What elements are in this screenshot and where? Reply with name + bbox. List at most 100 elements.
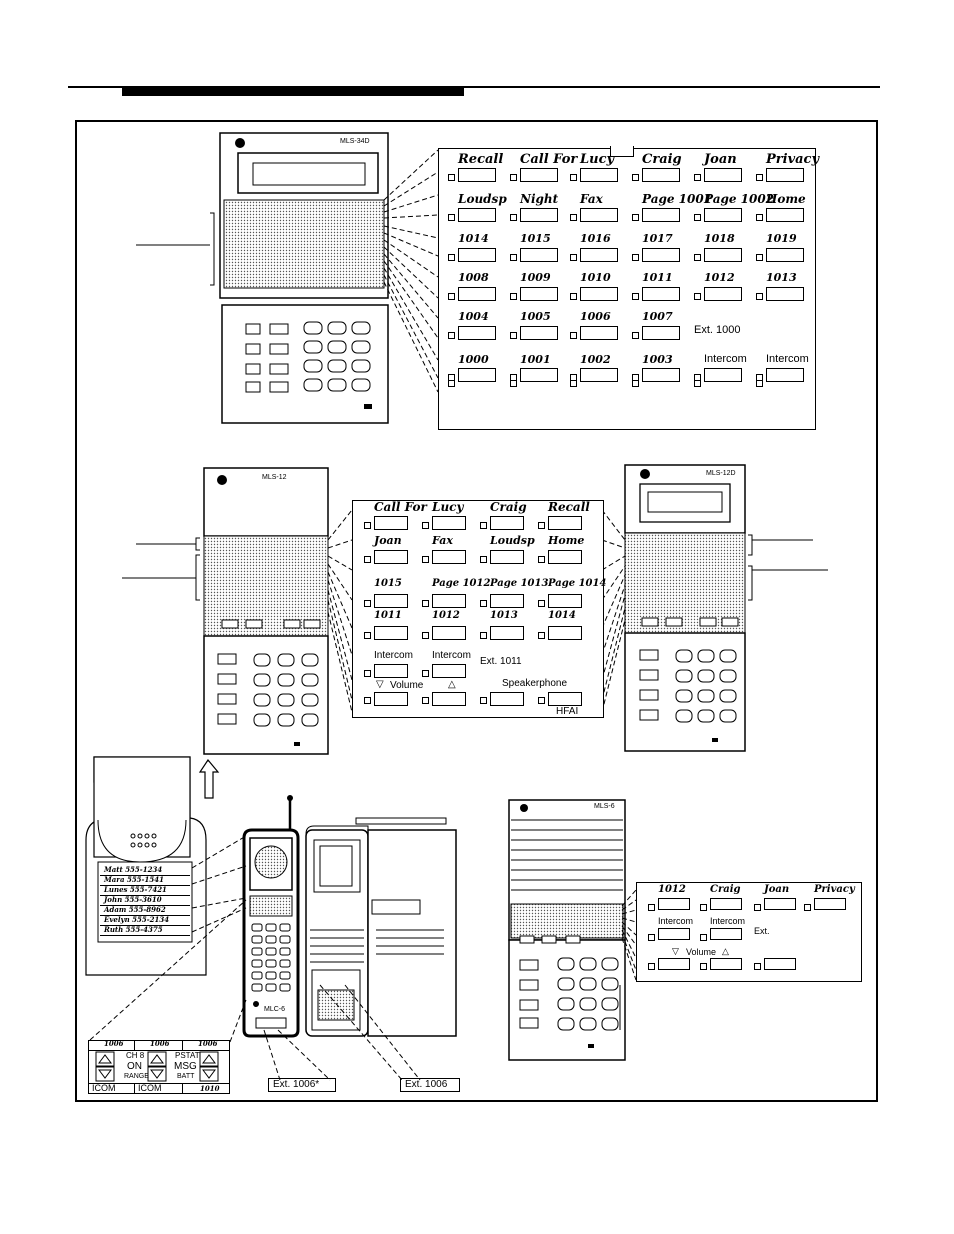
strip-bottom-label: ICOM	[92, 1083, 116, 1093]
volume-label: Volume	[390, 680, 424, 691]
mls34d-phone	[136, 132, 439, 424]
card-button-box	[458, 208, 496, 222]
card-label: Intercom	[374, 650, 413, 661]
card-led	[756, 254, 763, 261]
card-label: 1014	[548, 610, 576, 621]
card-led	[448, 293, 455, 300]
directory-entry: Evelyn 555-2134	[104, 915, 170, 924]
card-label: Recall	[548, 500, 590, 514]
card-led	[648, 963, 655, 970]
card-button-box	[374, 692, 408, 706]
strip-top-label: 1006	[150, 1039, 170, 1048]
directory-entry: Ruth 555-4375	[104, 925, 163, 934]
card-button-box	[548, 692, 582, 706]
speakerphone-label: Speakerphone	[502, 678, 568, 689]
card-led	[480, 697, 487, 704]
card-led	[480, 556, 487, 563]
card-button-box	[580, 208, 618, 222]
volume-up-icon: △	[722, 946, 729, 956]
card-label: 1017	[642, 232, 673, 245]
card-led	[570, 380, 577, 387]
card-led	[632, 214, 639, 221]
card-led	[694, 174, 701, 181]
card-label: Recall	[458, 152, 504, 167]
card-label: 1012	[658, 884, 686, 895]
card-label: Craig	[710, 884, 741, 895]
card-led	[510, 174, 517, 181]
card-ext-label: Ext. 1000	[694, 324, 741, 336]
card-label: Page 1013	[490, 578, 549, 589]
card-led	[422, 632, 429, 639]
card-ext-label: Ext. 1011	[480, 656, 522, 667]
card-label: Intercom	[658, 916, 694, 926]
card-button-box	[580, 326, 618, 340]
card-led	[422, 556, 429, 563]
card-led	[700, 963, 707, 970]
card-label: 1011	[642, 271, 673, 284]
card-led	[570, 254, 577, 261]
card-label: 1004	[458, 310, 489, 323]
strip-div	[182, 1040, 183, 1050]
mls12d-phone	[601, 464, 828, 752]
card-button-box	[432, 626, 466, 640]
card-label: Intercom	[704, 353, 747, 365]
card-button-box	[374, 626, 408, 640]
card-label: Lucy	[432, 500, 464, 514]
card-led	[694, 380, 701, 387]
directory-entry: Matt 555-1234	[104, 865, 163, 874]
card-label: Page 1014	[548, 578, 607, 589]
card-button-box	[580, 368, 618, 382]
card-led	[632, 254, 639, 261]
card-button-box	[642, 368, 680, 382]
card-label: 1007	[642, 310, 673, 323]
card-button-box	[490, 550, 524, 564]
card-led	[754, 963, 761, 970]
card-led	[480, 632, 487, 639]
card-led	[694, 293, 701, 300]
strip-div	[182, 1083, 183, 1094]
card-label: Joan	[764, 884, 790, 895]
card-led	[448, 380, 455, 387]
card-led	[510, 214, 517, 221]
card-led	[632, 332, 639, 339]
card-label: Fax	[580, 192, 603, 206]
card-label: 1003	[642, 353, 673, 366]
card-led	[632, 174, 639, 181]
card-label: 1015	[374, 578, 402, 589]
card-led	[756, 293, 763, 300]
card-button-box	[458, 368, 496, 382]
card-label: Joan	[704, 152, 737, 167]
volume-up-icon: △	[448, 679, 456, 690]
card-button-box	[642, 326, 680, 340]
card-led	[448, 214, 455, 221]
card-led	[364, 697, 371, 704]
card-label: 1000	[458, 353, 489, 366]
card-button-box	[432, 594, 466, 608]
card-label: 1016	[580, 232, 611, 245]
mlc6-model-label: MLC-6	[264, 1006, 286, 1013]
strip-top-label: 1006	[104, 1039, 124, 1048]
card-button-box	[704, 248, 742, 262]
strip-bottom-label: ICOM	[138, 1083, 162, 1093]
card-button-box	[658, 958, 690, 970]
card-led	[510, 332, 517, 339]
card-led	[480, 522, 487, 529]
card-label: Craig	[490, 500, 527, 514]
card-button-box	[548, 594, 582, 608]
card-button-box	[432, 550, 466, 564]
card-button-box	[764, 958, 796, 970]
card-button-box	[766, 248, 804, 262]
card-led	[648, 904, 655, 911]
card-button-box	[374, 594, 408, 608]
card-label: Page 1001	[642, 192, 713, 206]
card-label: Home	[548, 534, 585, 547]
card-label: Loudsp	[458, 192, 507, 206]
card-label: 1013	[490, 610, 518, 621]
card-led	[700, 934, 707, 941]
mls12-model-label: MLS-12	[262, 474, 287, 481]
card-button-box	[548, 626, 582, 640]
card-led	[538, 522, 545, 529]
card-led	[364, 670, 371, 677]
pstat-label: PSTAT	[175, 1051, 200, 1060]
card-button-box	[520, 368, 558, 382]
